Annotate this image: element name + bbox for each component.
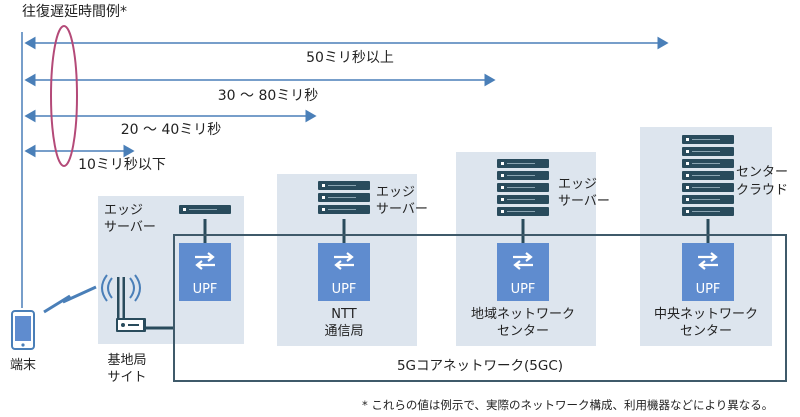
upf-node: UPF — [497, 243, 549, 301]
edge-server-label-2: サーバー — [558, 194, 610, 209]
base-station-label-2: サイト — [107, 370, 147, 385]
upf-label: UPF — [510, 282, 536, 297]
edge-server-label-2: サーバー — [104, 220, 156, 235]
smartphone-icon — [11, 310, 35, 350]
swap-arrows-icon — [334, 252, 354, 270]
swap-arrows-icon — [513, 252, 533, 270]
footnote: * これらの値は例示で、実際のネットワーク構成、利用機器などにより異なる。 — [362, 398, 774, 412]
cloud-label-2: クラウド — [736, 183, 789, 198]
server-icon — [318, 181, 370, 217]
edge-server-label-1: エッジ — [558, 177, 598, 192]
ntt-office-label-1: NTT — [331, 307, 357, 322]
core-network-label: 5Gコアネットワーク(5GC) — [396, 358, 564, 374]
terminal-label: 端末 — [9, 358, 37, 373]
upf-node: UPF — [318, 243, 370, 301]
edge-server-label-2: サーバー — [376, 202, 428, 217]
upf-node: UPF — [179, 243, 231, 301]
latency-label-10ms: 10ミリ秒以下 — [78, 157, 166, 173]
latency-label-20-40ms: 20 ～ 40ミリ秒 — [120, 122, 222, 138]
server-icon — [179, 205, 231, 217]
core-network-box — [173, 234, 787, 382]
edge-server-label-1: エッジ — [376, 185, 416, 200]
antenna-icon — [101, 274, 146, 332]
base-station-label-1: 基地局 — [107, 353, 147, 368]
ntt-office-label-2: 通信局 — [324, 324, 364, 339]
wireless-link-icon — [43, 285, 97, 314]
edge-server-label-1: エッジ — [104, 203, 144, 218]
upf-label: UPF — [695, 282, 721, 297]
upf-label: UPF — [331, 282, 357, 297]
diagram-title: 往復遅延時間例* — [22, 4, 127, 20]
upf-node: UPF — [682, 243, 734, 301]
central-center-label-1: 中央ネットワーク — [653, 307, 759, 322]
latency-label-50ms: 50ミリ秒以上 — [306, 50, 394, 66]
swap-arrows-icon — [698, 252, 718, 270]
cloud-label-1: センター — [736, 165, 789, 180]
regional-center-label-2: センター — [496, 324, 550, 339]
regional-center-label-1: 地域ネットワーク — [470, 307, 576, 322]
highlight-ellipse — [50, 25, 78, 167]
central-center-label-2: センター — [679, 324, 733, 339]
swap-arrows-icon — [195, 252, 215, 270]
upf-label: UPF — [192, 282, 218, 297]
latency-label-30-80ms: 30 ～ 80ミリ秒 — [217, 88, 319, 104]
server-icon — [682, 135, 734, 219]
server-icon — [497, 159, 549, 219]
